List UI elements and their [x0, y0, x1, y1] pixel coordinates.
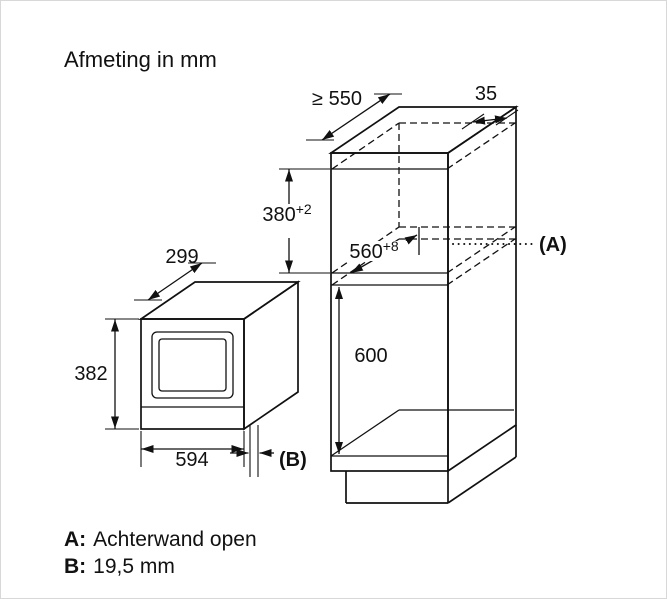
niche-width-label: 560+8 [349, 238, 399, 263]
cabinet-depth-label: ≥ 550 [312, 88, 362, 110]
appliance-depth-label: 299 [165, 246, 198, 268]
callout-b-label: (B) [279, 449, 307, 471]
legend-line-a: A:Achterwand open [64, 528, 257, 551]
niche-height-label: 380+2 [262, 201, 312, 226]
callout-a: (A) [452, 234, 567, 256]
dim-appliance-depth: 299 [134, 246, 216, 301]
dim-lower-height: 600 [335, 287, 388, 454]
microwave [138, 280, 301, 431]
appliance-width-label: 594 [175, 449, 208, 471]
legend-line-b: B:19,5 mm [64, 555, 175, 578]
callout-b: (B) [230, 425, 307, 477]
dim-niche-height: 380+2 [262, 168, 330, 274]
cabinet-plinth [345, 425, 517, 504]
legend: A:Achterwand open B:19,5 mm [64, 528, 257, 578]
rear-top-gap-label: 35 [475, 83, 497, 105]
callout-a-label: (A) [539, 234, 567, 256]
cabinet [328, 105, 519, 504]
dim-niche-width: 560+8 [343, 234, 418, 274]
cabinet-body-lines [328, 105, 519, 473]
dim-appliance-height: 382 [74, 318, 139, 430]
appliance-height-label: 382 [74, 363, 107, 385]
dim-appliance-width: 594 [140, 431, 245, 471]
dim-cabinet-depth: ≥ 550 [306, 88, 402, 141]
microwave-door [141, 331, 244, 408]
page-title: Afmeting in mm [64, 47, 217, 72]
dim-rear-top-gap: 35 [461, 83, 519, 130]
lower-height-label: 600 [354, 345, 387, 367]
